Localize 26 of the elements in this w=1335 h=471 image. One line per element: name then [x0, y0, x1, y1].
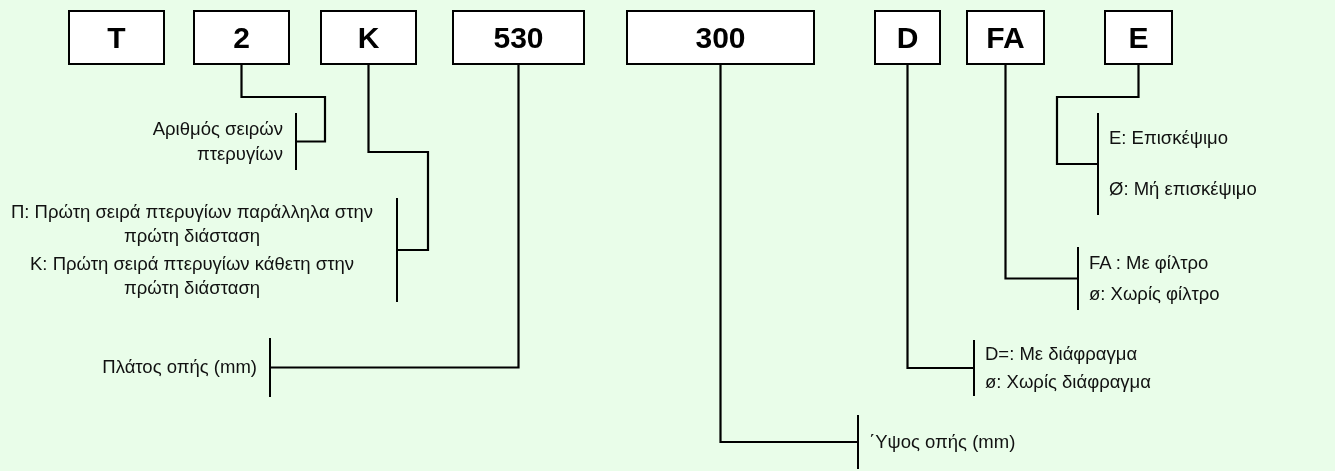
leader-line	[367, 65, 430, 252]
description-text: Π: Πρώτη σειρά πτερυγίων παράλληλα στην πρώτη διάσταση	[10, 199, 374, 248]
leader-line	[1055, 65, 1140, 166]
description-text: ø: Χωρίς διάφραγμα	[985, 369, 1152, 394]
description-text: Πλάτος οπής (mm)	[101, 355, 257, 380]
leader-line	[240, 65, 327, 143]
description-text: E: Επισκέψιμο	[1109, 126, 1229, 151]
description-text: FA : Με φίλτρο	[1089, 250, 1210, 275]
description-text: D=: Με διάφραγμα	[985, 341, 1139, 366]
code-box: 2	[193, 10, 290, 65]
code-box: 300	[626, 10, 815, 65]
code-box: E	[1104, 10, 1173, 65]
leader-line	[906, 65, 973, 370]
leader-line	[271, 65, 520, 369]
code-box: 530	[452, 10, 585, 65]
description-text: Ø: Μή επισκέψιμο	[1109, 177, 1258, 202]
code-box: K	[320, 10, 417, 65]
description-text: ø: Χωρίς φίλτρο	[1089, 282, 1221, 307]
code-box: FA	[966, 10, 1045, 65]
description-text: ΄Υψος οπής (mm)	[869, 429, 1017, 454]
leader-line	[1004, 65, 1077, 280]
description-text: Αριθμός σειρών πτερυγίων	[151, 117, 283, 166]
description-text: K: Πρώτη σειρά πτερυγίων κάθετη στην πρώτη διάσταση	[29, 251, 355, 300]
code-box: D	[874, 10, 941, 65]
code-box: T	[68, 10, 165, 65]
leader-line	[719, 65, 857, 444]
